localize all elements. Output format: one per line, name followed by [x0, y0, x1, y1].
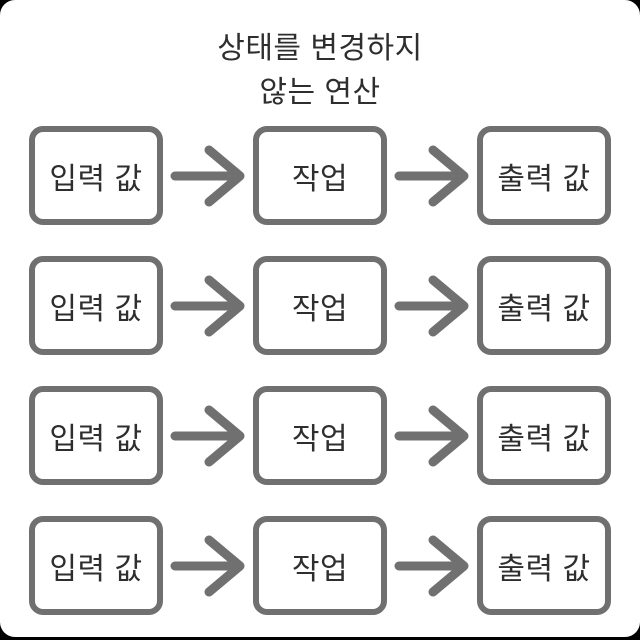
input-box-label: 입력 값 [49, 292, 143, 326]
flow-row: 입력 값 작업 출력 값 [29, 126, 611, 225]
operation-box: 작업 [253, 126, 387, 225]
input-box-label: 입력 값 [49, 552, 143, 586]
operation-box: 작업 [253, 516, 387, 615]
operation-box-label: 작업 [291, 292, 349, 326]
input-box-label: 입력 값 [49, 422, 143, 456]
diagram-title-line-2: 않는 연산 [259, 76, 381, 109]
output-box-label: 출력 값 [497, 292, 591, 326]
diagram-title-line-1: 상태를 변경하지 [217, 32, 423, 65]
output-box: 출력 값 [477, 256, 611, 355]
right-arrow-icon [163, 145, 253, 207]
right-arrow-icon [163, 535, 253, 597]
flow-rows: 입력 값 작업 출력 값 입력 값 작업 [0, 126, 640, 615]
output-box-label: 출력 값 [497, 162, 591, 196]
diagram-title: 상태를 변경하지 않는 연산 [0, 27, 640, 115]
input-box: 입력 값 [29, 516, 163, 615]
output-box: 출력 값 [477, 516, 611, 615]
operation-box: 작업 [253, 386, 387, 485]
input-box: 입력 값 [29, 256, 163, 355]
right-arrow-icon [163, 405, 253, 467]
flow-row: 입력 값 작업 출력 값 [29, 516, 611, 615]
input-box-label: 입력 값 [49, 162, 143, 196]
output-box: 출력 값 [477, 126, 611, 225]
flow-row: 입력 값 작업 출력 값 [29, 256, 611, 355]
operation-box-label: 작업 [291, 162, 349, 196]
output-box-label: 출력 값 [497, 422, 591, 456]
output-box: 출력 값 [477, 386, 611, 485]
operation-box: 작업 [253, 256, 387, 355]
operation-box-label: 작업 [291, 422, 349, 456]
output-box-label: 출력 값 [497, 552, 591, 586]
input-box: 입력 값 [29, 386, 163, 485]
right-arrow-icon [387, 535, 477, 597]
right-arrow-icon [387, 405, 477, 467]
right-arrow-icon [387, 145, 477, 207]
operation-box-label: 작업 [291, 552, 349, 586]
right-arrow-icon [163, 275, 253, 337]
input-box: 입력 값 [29, 126, 163, 225]
flow-row: 입력 값 작업 출력 값 [29, 386, 611, 485]
right-arrow-icon [387, 275, 477, 337]
